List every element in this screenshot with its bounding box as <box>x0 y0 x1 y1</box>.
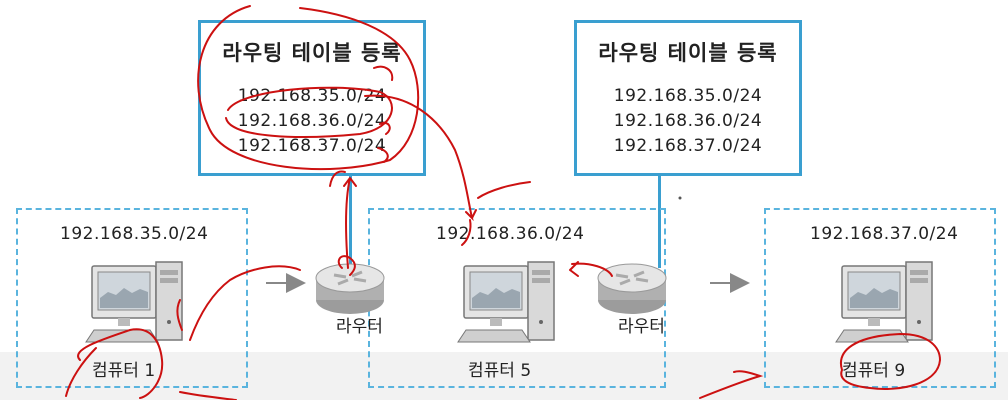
annotation-pc1-tail <box>65 347 97 397</box>
annotation-stroke <box>477 181 531 199</box>
annotation-small-stroke <box>176 299 183 331</box>
annotation-up-arrow <box>343 177 357 269</box>
annotation-bottom-left <box>179 391 237 400</box>
computer-5-icon <box>457 261 555 343</box>
annotation-curve-left <box>189 265 301 341</box>
network-label-3: 192.168.37.0/24 <box>810 224 959 244</box>
routing-entry: 192.168.36.0/24 <box>613 111 763 131</box>
network-label-1: 192.168.35.0/24 <box>60 224 209 244</box>
routing-entry: 192.168.36.0/24 <box>237 111 387 131</box>
stray-dot <box>678 196 682 200</box>
router-label-2: 라우터 <box>618 317 665 337</box>
network-box-1 <box>16 208 248 388</box>
connector-line-1 <box>349 176 352 268</box>
connector-line-2 <box>658 176 661 268</box>
annotation-pc1-loop <box>77 328 164 399</box>
routing-entry: 192.168.35.0/24 <box>613 86 763 106</box>
routing-table-title: 라우팅 테이블 등록 <box>598 41 778 65</box>
annotation-pc9-oval <box>839 332 942 390</box>
computer-label-1: 컴퓨터 1 <box>92 361 156 381</box>
red-annotations <box>65 5 942 400</box>
annotation-tick <box>461 219 472 246</box>
computer-label-9: 컴퓨터 9 <box>842 361 906 381</box>
annotation-bottom-curve <box>699 370 764 399</box>
computer-9-icon <box>835 261 933 343</box>
annotation-arrow-down <box>364 94 477 222</box>
routing-table-title: 라우팅 테이블 등록 <box>222 41 402 65</box>
router-label-1: 라우터 <box>336 317 383 337</box>
annotation-oval-1 <box>225 86 393 138</box>
bottom-band <box>0 352 1008 400</box>
annotation-marks <box>373 65 394 163</box>
annotation-router-loop <box>337 255 356 276</box>
network-box-3 <box>764 208 996 388</box>
annotation-up-hook <box>329 170 346 187</box>
computer-label-5: 컴퓨터 5 <box>468 361 532 381</box>
routing-entry: 192.168.37.0/24 <box>613 136 763 156</box>
routing-table-box-2: 라우팅 테이블 등록 192.168.35.0/24 192.168.36.0/… <box>574 20 802 176</box>
network-label-2: 192.168.36.0/24 <box>436 224 585 244</box>
annotation-scribble-1 <box>197 5 420 171</box>
routing-entry: 192.168.37.0/24 <box>237 136 387 156</box>
annotation-pc5-arrowhead <box>569 261 579 277</box>
router-1-icon <box>314 262 386 316</box>
